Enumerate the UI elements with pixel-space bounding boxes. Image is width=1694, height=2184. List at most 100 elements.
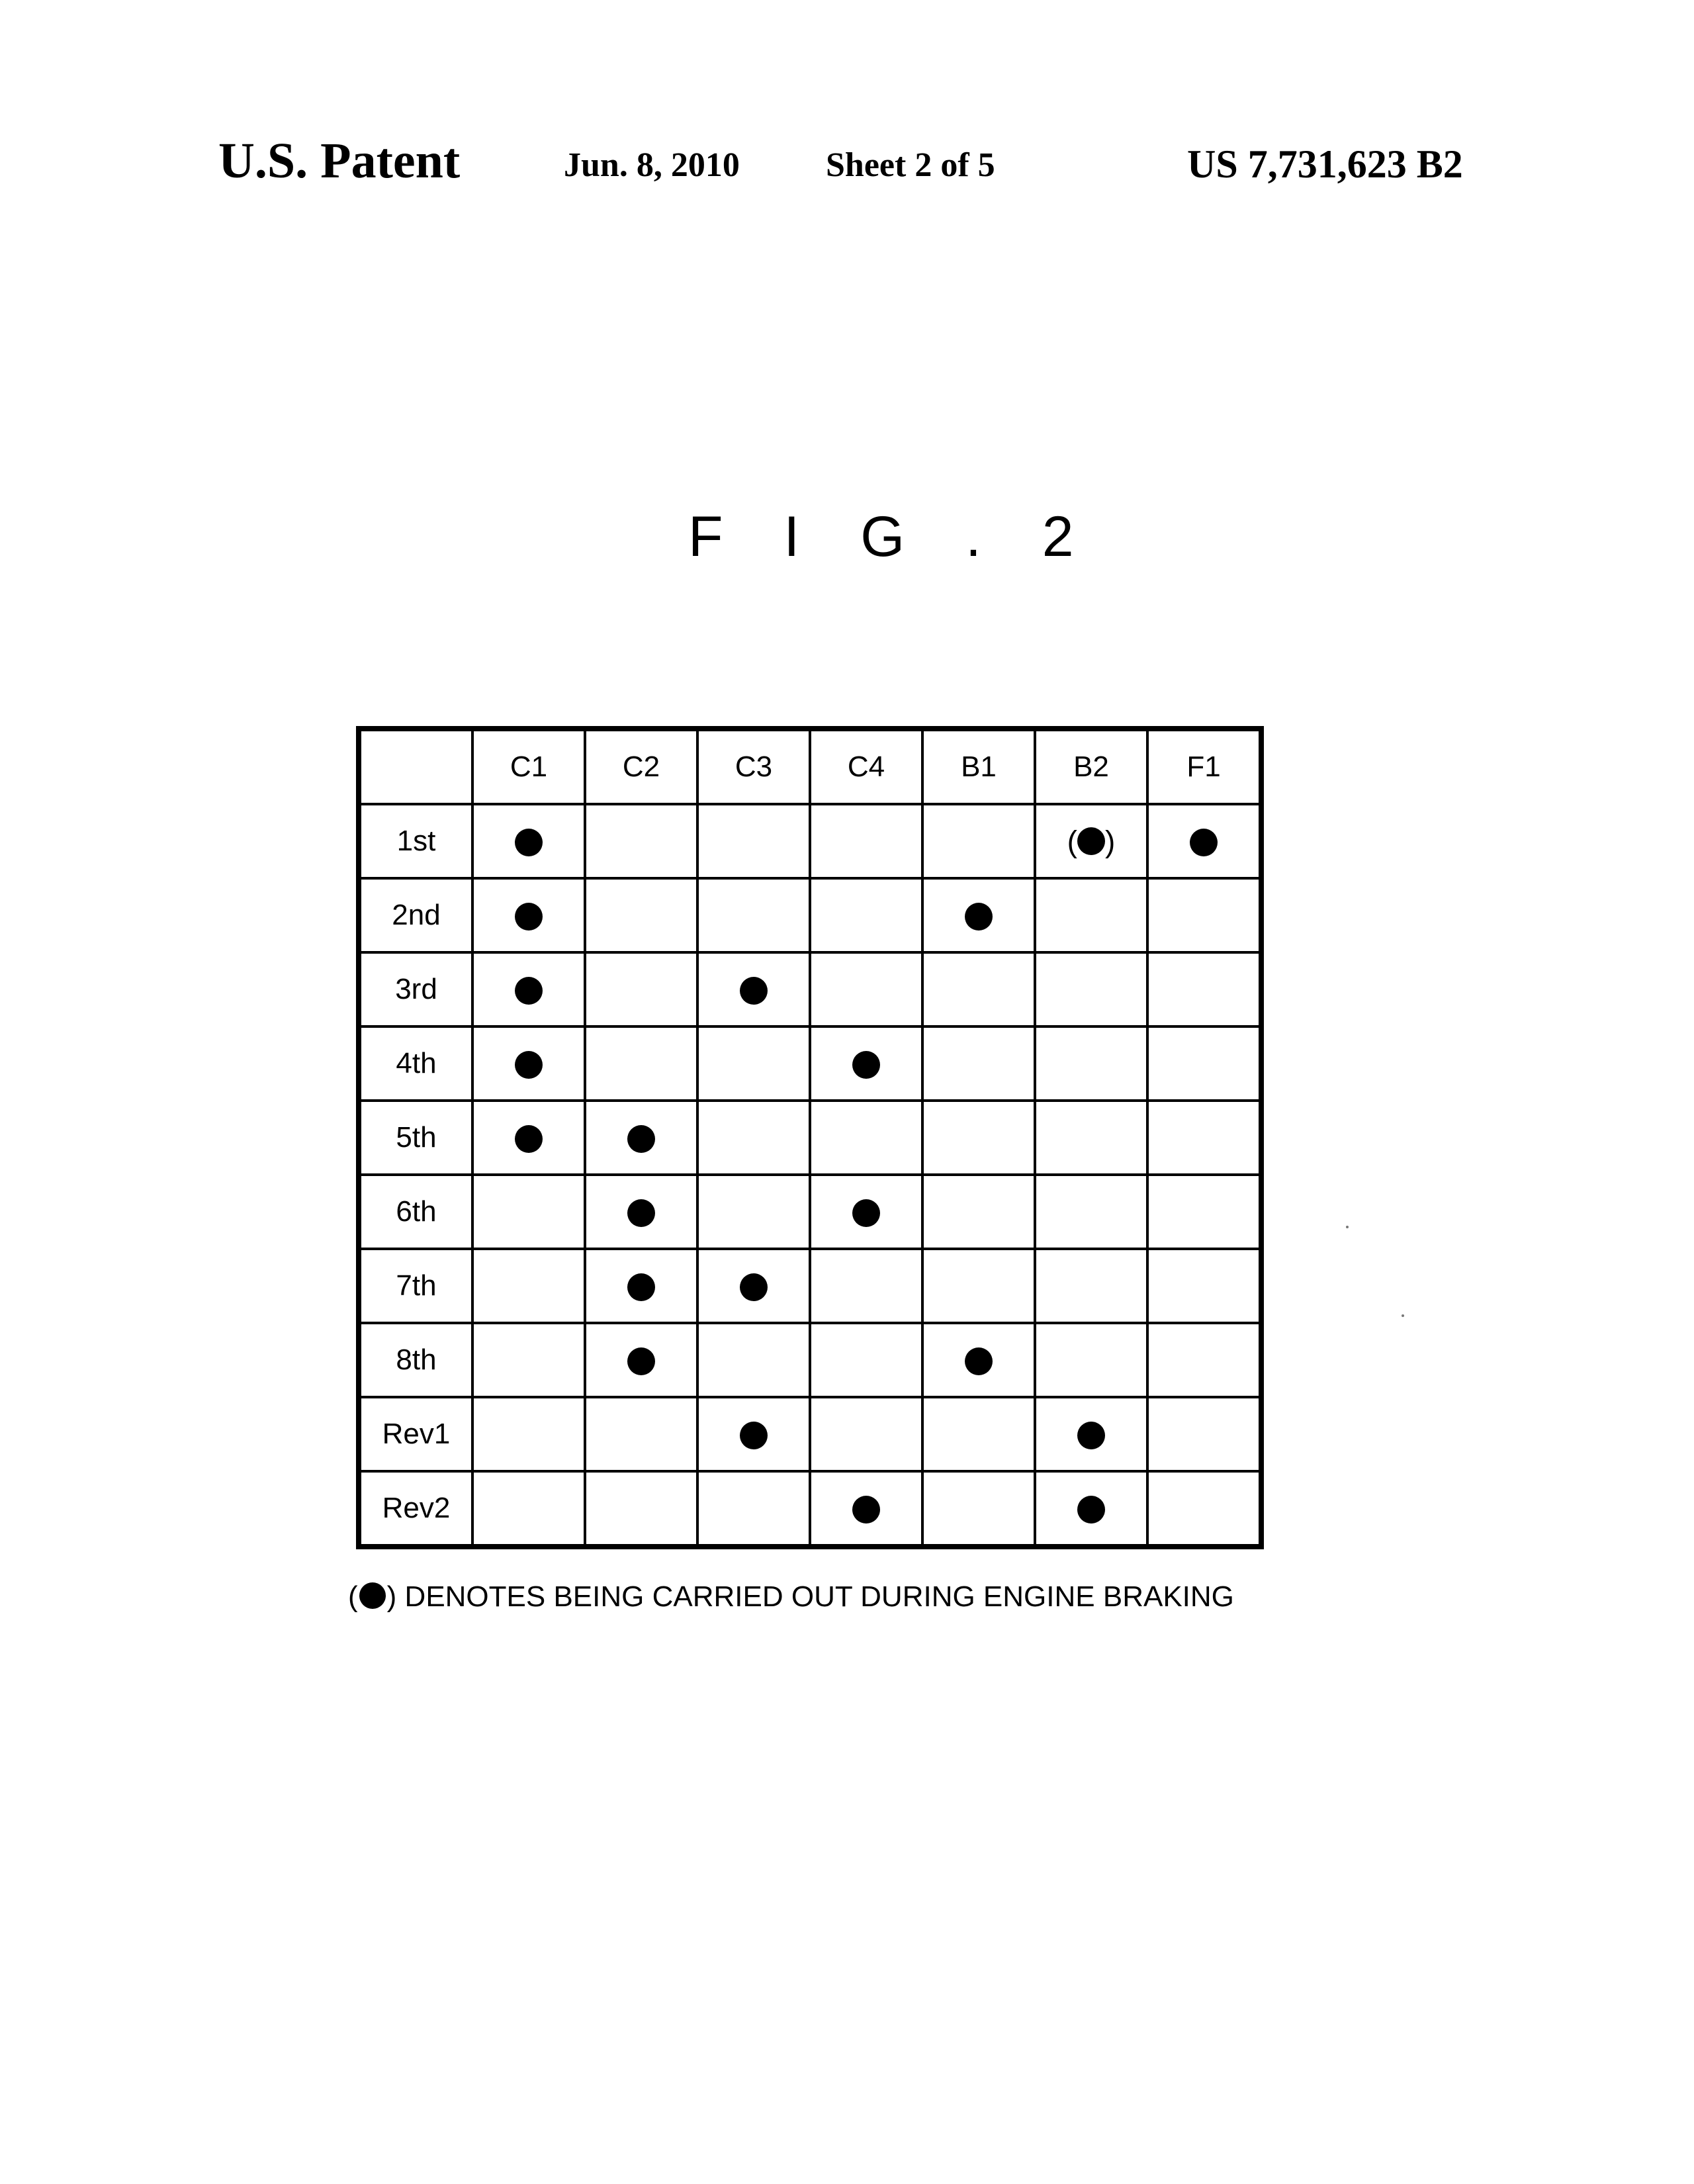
table-cell: [1035, 1101, 1147, 1175]
table-cell: [810, 1249, 922, 1323]
filled-circle-icon: [1077, 1496, 1105, 1524]
table-cell: [1035, 952, 1147, 1026]
table-row: 5th: [359, 1101, 1261, 1175]
filled-circle-icon: [627, 1273, 655, 1301]
table-cell: [697, 1026, 810, 1101]
filled-circle-icon: [515, 829, 543, 856]
table-cell: [810, 1026, 922, 1101]
table-cell: [585, 952, 697, 1026]
table-cell: [585, 1101, 697, 1175]
table-cell: [922, 1323, 1035, 1397]
table-cell: [472, 1323, 585, 1397]
table-cell: [810, 878, 922, 952]
column-header-b1: B1: [922, 729, 1035, 804]
table-cell: [697, 1175, 810, 1249]
table-cell: [697, 878, 810, 952]
scan-speck: [1346, 1226, 1349, 1228]
column-header-f1: F1: [1147, 729, 1261, 804]
table-cell: [697, 1323, 810, 1397]
table-cell: [810, 1175, 922, 1249]
column-header-c1: C1: [472, 729, 585, 804]
table-row: 7th: [359, 1249, 1261, 1323]
table-cell: [472, 1397, 585, 1471]
table-cell: [697, 1471, 810, 1547]
patent-header-title: U.S. Patent: [218, 132, 460, 190]
filled-circle-icon: [515, 1125, 543, 1153]
table-cell: [922, 1397, 1035, 1471]
paren-close: ): [1105, 824, 1115, 858]
table-cell: [1035, 1026, 1147, 1101]
row-label-2nd: 2nd: [359, 878, 472, 952]
table-cell: [1147, 1101, 1261, 1175]
footnote-text: DENOTES BEING CARRIED OUT DURING ENGINE …: [396, 1580, 1234, 1613]
table-cell: [472, 804, 585, 878]
table-cell: [922, 1101, 1035, 1175]
table-cell: [697, 952, 810, 1026]
table-cell: [1147, 1323, 1261, 1397]
row-label-5th: 5th: [359, 1101, 472, 1175]
table-cell: [1147, 1471, 1261, 1547]
table-cell: [922, 1026, 1035, 1101]
table-cell: [585, 1323, 697, 1397]
column-header-c3: C3: [697, 729, 810, 804]
table-cell: [922, 1471, 1035, 1547]
table-cell: [585, 1175, 697, 1249]
sheet-number: Sheet 2 of 5: [826, 146, 995, 185]
filled-circle-icon: [852, 1199, 880, 1227]
table-header-row: C1C2C3C4B1B2F1: [359, 729, 1261, 804]
table-cell: [697, 1397, 810, 1471]
filled-circle-icon: [627, 1199, 655, 1227]
table-cell: [472, 1101, 585, 1175]
table-cell: [1035, 1397, 1147, 1471]
table-row: 8th: [359, 1323, 1261, 1397]
table-row: 6th: [359, 1175, 1261, 1249]
table-row: Rev1: [359, 1397, 1261, 1471]
filled-circle-icon: [515, 903, 543, 931]
filled-circle-icon: [1190, 829, 1218, 856]
table-cell: [810, 1397, 922, 1471]
table-cell: [1147, 878, 1261, 952]
table-cell: [1147, 1026, 1261, 1101]
table-cell: [585, 1397, 697, 1471]
column-header-b2: B2: [1035, 729, 1147, 804]
filled-circle-icon: [1077, 1422, 1105, 1449]
table-cell: [922, 1249, 1035, 1323]
table-cell: [1035, 1323, 1147, 1397]
table-cell: [697, 804, 810, 878]
row-label-7th: 7th: [359, 1249, 472, 1323]
scan-speck: [1402, 1314, 1404, 1317]
patent-number: US 7,731,623 B2: [1187, 142, 1463, 187]
row-label-6th: 6th: [359, 1175, 472, 1249]
table-cell: [810, 1101, 922, 1175]
column-header-c2: C2: [585, 729, 697, 804]
filled-circle-icon: [852, 1051, 880, 1079]
table-row: 1st(): [359, 804, 1261, 878]
corner-cell: [359, 729, 472, 804]
table-cell: [585, 1026, 697, 1101]
table-cell: [922, 804, 1035, 878]
table-cell: [1147, 952, 1261, 1026]
table-cell: [1035, 1175, 1147, 1249]
filled-circle-icon: [359, 1582, 386, 1609]
table-cell: [1035, 878, 1147, 952]
row-label-1st: 1st: [359, 804, 472, 878]
table-cell: [810, 1471, 922, 1547]
table-row: 2nd: [359, 878, 1261, 952]
engagement-table: C1C2C3C4B1B2F11st()2nd3rd4th5th6th7th8th…: [356, 726, 1264, 1549]
footnote: () DENOTES BEING CARRIED OUT DURING ENGI…: [348, 1580, 1234, 1614]
table-cell: [472, 1471, 585, 1547]
table-row: 4th: [359, 1026, 1261, 1101]
table-row: Rev2: [359, 1471, 1261, 1547]
row-label-rev2: Rev2: [359, 1471, 472, 1547]
table-cell: [810, 1323, 922, 1397]
table-cell: [1035, 1471, 1147, 1547]
filled-circle-icon: [627, 1125, 655, 1153]
table-cell: [1035, 1249, 1147, 1323]
patent-date: Jun. 8, 2010: [564, 146, 740, 185]
table-cell: [1147, 804, 1261, 878]
table-cell: [1147, 1249, 1261, 1323]
filled-circle-icon: [515, 1051, 543, 1079]
filled-circle-icon: [515, 977, 543, 1005]
table-cell: [697, 1101, 810, 1175]
table-cell: [472, 1026, 585, 1101]
